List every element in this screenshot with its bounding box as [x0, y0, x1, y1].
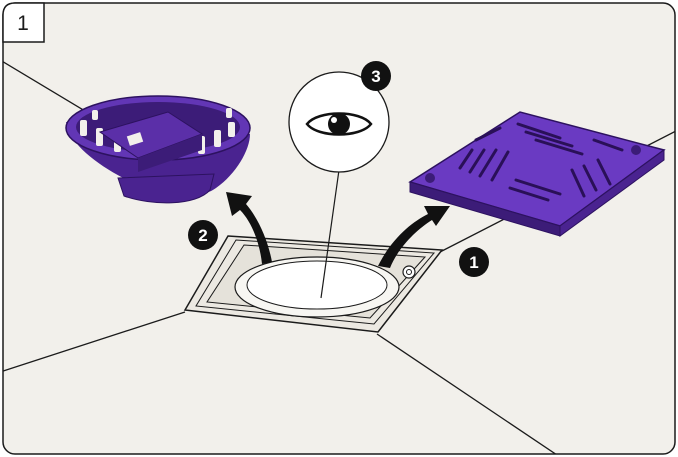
step-marker-3: 3	[361, 61, 391, 91]
step-marker-3-label: 3	[371, 67, 380, 86]
step-marker-1: 1	[459, 247, 489, 277]
panel-number-box: 1	[3, 3, 44, 42]
panel-number: 1	[17, 12, 29, 35]
eye-icon	[307, 113, 371, 135]
step-marker-2: 2	[188, 220, 218, 250]
step-marker-2-label: 2	[198, 226, 207, 245]
step-marker-1-label: 1	[469, 253, 478, 272]
